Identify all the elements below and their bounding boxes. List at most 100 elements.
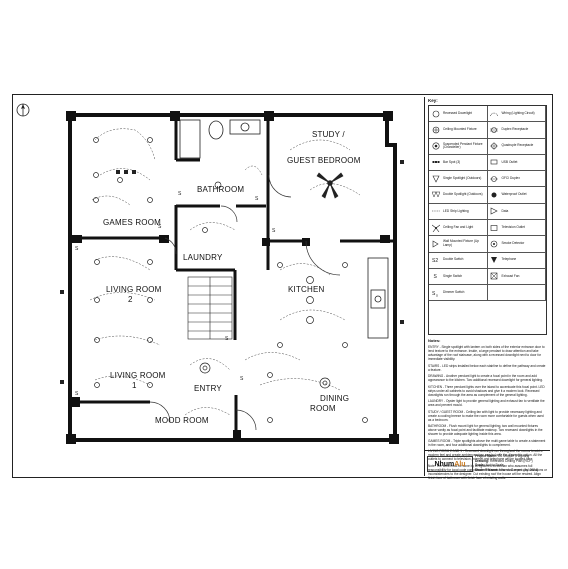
- note-paragraph: BATHROOM - Flush mount light for general…: [428, 424, 543, 436]
- room-label-dining-line1: DINING: [320, 394, 349, 403]
- data-icon: [490, 207, 499, 216]
- key-item: USB Outlet: [487, 154, 546, 172]
- key-label: Telephone: [501, 257, 517, 262]
- quad-receptacle-icon: [490, 142, 499, 151]
- key-label: Quadruple Receptacle: [501, 143, 534, 148]
- key-label: Suspended Pendant Fixture (Chandelier): [443, 141, 483, 150]
- key-label: Duplex Receptacle: [501, 127, 529, 132]
- key-item: [487, 285, 546, 302]
- note-paragraph: STUDY / GUEST ROOM - Ceiling fan with li…: [428, 409, 544, 422]
- recessed-downlight-icon: [431, 109, 440, 118]
- key-item: Bar Spot (3): [429, 154, 488, 172]
- key-item: Exhaust Fan: [487, 268, 546, 286]
- drawing-row: Drawing: Reflected Ceiling Plan (RCP): [475, 459, 549, 464]
- staircase: [187, 276, 233, 340]
- key-label: Data: [501, 208, 509, 213]
- logo-text: Nhum: [434, 460, 455, 468]
- room-label-living-room-1-line1: LIVING ROOM: [110, 371, 166, 380]
- key-item: GFCI Duplex: [487, 171, 546, 188]
- key-label: Single Switch: [443, 273, 463, 278]
- tv-outlet-icon: [490, 223, 499, 232]
- room-label-study-line1: STUDY /: [312, 130, 345, 139]
- notes-title: Notes:: [428, 338, 441, 343]
- room-label-bathroom: BATHROOM: [197, 185, 244, 194]
- svg-text:S: S: [75, 246, 79, 252]
- switches: S S S S S S S S: [75, 191, 276, 397]
- key-item: Data: [487, 203, 546, 220]
- note-paragraph: KITCHEN - Three pendant lights over the …: [428, 384, 545, 397]
- project-name-row: Project Name: D2 Module 5 Lighting: [475, 454, 549, 459]
- key-item: Smoke Detector: [487, 236, 546, 253]
- key-label: Waterproof Outlet: [501, 192, 527, 197]
- svg-text:S: S: [178, 191, 182, 197]
- wall-fixture-icon: [431, 239, 440, 248]
- ceiling-fan-key-icon: [431, 223, 440, 232]
- room-label-living-room-1-line2: 1: [132, 381, 137, 390]
- note-paragraph: DRAWING - Another pendant light to creat…: [428, 374, 543, 382]
- bathroom-fixtures: [179, 119, 261, 159]
- svg-text:S: S: [158, 224, 162, 230]
- key-label: Double Switch: [443, 257, 464, 262]
- key-label: Ceiling Mounted Fixture: [443, 127, 477, 132]
- room-label-entry: ENTRY: [194, 384, 222, 393]
- single-switch-icon: S: [431, 272, 440, 281]
- svg-text:D: D: [436, 293, 439, 297]
- double-spotlight-icon: [431, 191, 440, 200]
- room-label-living-room-2-line1: LIVING ROOM: [106, 285, 162, 294]
- key-item: Suspended Pendant Fixture (Chandelier): [429, 138, 488, 155]
- note-paragraph: LAUNDRY - Oyster light to provide genera…: [428, 399, 545, 407]
- wiring-arcs: [89, 128, 361, 416]
- waterproof-outlet-icon: [490, 191, 499, 200]
- room-label-games-room: GAMES ROOM: [103, 218, 161, 227]
- north-arrow-icon: [16, 103, 30, 117]
- interior-walls: [70, 115, 393, 440]
- bar-spot-icon: [431, 158, 440, 167]
- key-label: Wall Mounted Fixture (Up Lamp): [443, 239, 480, 247]
- key-label: LED Strip Lighting: [443, 208, 469, 213]
- note-paragraph: GAMES ROOM - Triple spotlights above the…: [428, 438, 546, 447]
- room-label-living-room-2-line2: 2: [128, 295, 133, 304]
- key-item: Single Spotlight (Outdoors): [429, 171, 488, 188]
- scale-label: Scale:: [475, 463, 485, 468]
- key-label: Double Spotlight (Outdoors): [443, 192, 483, 197]
- kitchen-counter: [367, 257, 389, 339]
- note-paragraph: Note: The work must be done by a registe…: [428, 463, 547, 480]
- key-label: Single Spotlight (Outdoors): [443, 175, 482, 180]
- room-label-dining-line2: ROOM: [310, 404, 336, 413]
- pendant-icon: [431, 142, 440, 151]
- gfci-duplex-icon: [490, 174, 499, 183]
- key-title: Key:: [428, 98, 438, 103]
- key-label: Wiring (Lighting Circuit): [501, 110, 535, 115]
- key-label: Recessed Downlight: [443, 110, 473, 115]
- svg-text:S2: S2: [432, 258, 438, 264]
- svg-text:S: S: [75, 391, 79, 397]
- key-item: Quadruple Receptacle: [487, 138, 546, 155]
- student-label: Student Name:: [475, 467, 499, 472]
- key-label: Exhaust Fan: [501, 273, 520, 278]
- key-item: Television Outlet: [487, 220, 546, 237]
- exhaust-fan-icon: [490, 272, 499, 281]
- drawing-sheet: [12, 94, 553, 478]
- key-item: Duplex Receptacle: [487, 122, 546, 139]
- svg-text:S: S: [272, 228, 276, 234]
- ceiling-fan-icon: [316, 172, 344, 199]
- key-label: Smoke Detector: [501, 241, 525, 246]
- note-paragraph: STAIRS - LED strips installed below each…: [428, 363, 546, 372]
- key-label: Dimmer Switch: [443, 289, 465, 294]
- logo-accent: Alu: [454, 460, 466, 468]
- svg-text:S: S: [240, 376, 244, 382]
- key-item: Waterproof Outlet: [487, 187, 546, 204]
- key-item: Ceiling Fan and Light: [429, 220, 488, 237]
- note-paragraph: ENTRY - Single spotlight with lantern on…: [428, 345, 545, 361]
- svg-text:S: S: [432, 291, 436, 297]
- key-item: Recessed Downlight: [429, 106, 488, 123]
- note-paragraph: LIVING ROOM 2 AND 1 - Recessed downlight…: [428, 449, 543, 461]
- key-label: Ceiling Fan and Light: [443, 224, 474, 229]
- key-label: USB Outlet: [501, 159, 518, 164]
- room-label-mood-room: MOOD ROOM: [155, 416, 209, 425]
